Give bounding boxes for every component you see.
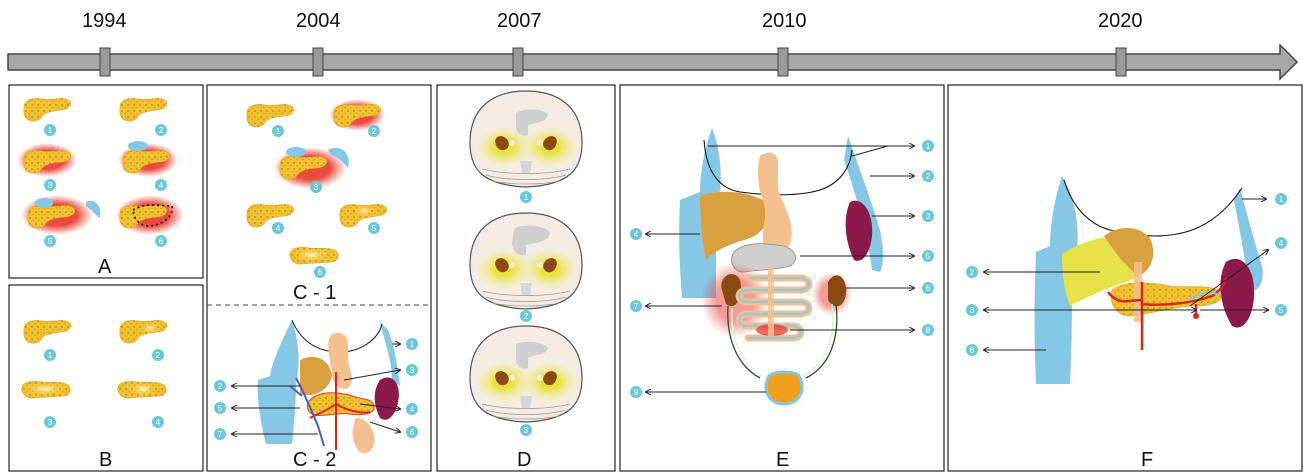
panel-c1-label: C - 1 bbox=[293, 282, 336, 305]
tick-2004 bbox=[313, 48, 323, 76]
badge-c1-1: 1 bbox=[276, 127, 281, 136]
badge-a-3: 3 bbox=[48, 181, 53, 190]
badge-a-2: 2 bbox=[159, 126, 164, 135]
panel-b-label: B bbox=[99, 449, 112, 472]
badge-c1-4: 4 bbox=[276, 224, 281, 233]
tick-1994 bbox=[100, 48, 110, 76]
panel-f-label: F bbox=[1141, 449, 1153, 472]
panel-d-drawings bbox=[470, 91, 582, 422]
badge-d-2: 2 bbox=[524, 312, 529, 321]
badge-c2-2: 2 bbox=[218, 382, 223, 391]
badge-f-2: 2 bbox=[970, 268, 975, 277]
badge-e-8: 8 bbox=[926, 326, 931, 335]
badge-c2-5: 5 bbox=[218, 404, 223, 413]
panel-f-anatomy bbox=[1035, 176, 1263, 384]
panel-a-drawings bbox=[17, 98, 184, 235]
badge-e-1: 1 bbox=[926, 142, 931, 151]
panel-e-label: E bbox=[776, 449, 789, 472]
badge-e-7: 7 bbox=[634, 302, 639, 311]
panel-e-badges: 1 2 3 4 5 6 7 8 9 bbox=[630, 140, 934, 398]
badge-b-2: 2 bbox=[156, 351, 161, 360]
panel-b-drawings bbox=[22, 320, 167, 398]
panel-b-frame bbox=[9, 285, 203, 471]
timeline-axis bbox=[8, 45, 1297, 79]
badge-c1-3: 3 bbox=[314, 183, 319, 192]
badge-b-4: 4 bbox=[156, 418, 161, 427]
badge-a-1: 1 bbox=[48, 126, 53, 135]
badge-f-3: 3 bbox=[970, 306, 975, 315]
badge-e-6: 6 bbox=[926, 284, 931, 293]
badge-b-3: 3 bbox=[48, 418, 53, 427]
panel-c2-anatomy bbox=[258, 320, 400, 453]
badge-e-5: 5 bbox=[926, 252, 931, 261]
badge-c1-5: 5 bbox=[372, 224, 377, 233]
badge-f-5: 5 bbox=[1279, 306, 1284, 315]
panel-a-label: A bbox=[98, 256, 111, 279]
badge-a-5: 5 bbox=[48, 237, 53, 246]
badge-f-4: 4 bbox=[1279, 239, 1284, 248]
tick-2020 bbox=[1116, 48, 1126, 76]
panel-d-label: D bbox=[517, 449, 531, 472]
badge-e-2: 2 bbox=[926, 172, 931, 181]
badge-d-3: 3 bbox=[524, 426, 529, 435]
badge-e-4: 4 bbox=[634, 230, 639, 239]
badge-f-1: 1 bbox=[1279, 195, 1284, 204]
badge-a-4: 4 bbox=[159, 181, 164, 190]
panel-c2-label: C - 2 bbox=[293, 449, 336, 472]
badge-c2-3: 3 bbox=[410, 366, 415, 375]
badge-c2-1: 1 bbox=[410, 340, 415, 349]
badge-b-1: 1 bbox=[48, 351, 53, 360]
badge-f-6: 6 bbox=[970, 346, 975, 355]
tick-2010 bbox=[778, 48, 788, 76]
badge-e-9: 9 bbox=[634, 388, 639, 397]
panel-e-anatomy bbox=[679, 128, 883, 404]
badge-e-3: 3 bbox=[926, 212, 931, 221]
badge-c2-4: 4 bbox=[410, 405, 415, 414]
tick-2007 bbox=[513, 48, 523, 76]
badge-c2-7: 7 bbox=[218, 430, 223, 439]
badge-d-1: 1 bbox=[524, 193, 529, 202]
badge-c1-6: 6 bbox=[318, 268, 323, 277]
badge-c1-2: 2 bbox=[372, 127, 377, 136]
badge-a-6: 6 bbox=[159, 237, 164, 246]
badge-c2-6: 6 bbox=[410, 428, 415, 437]
